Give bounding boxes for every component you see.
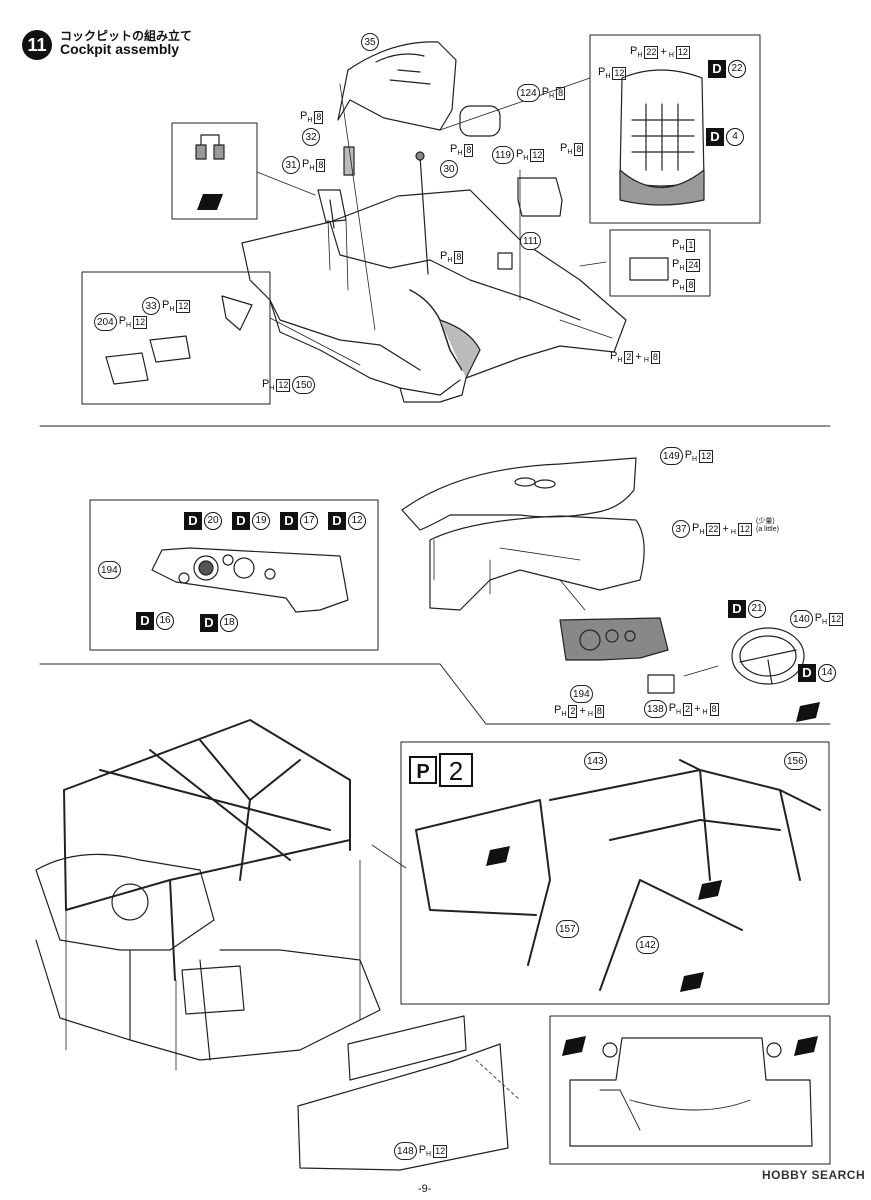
cockpit-tub [241,189,627,403]
callout-157: 157 [556,920,579,938]
step-title-jp: コックピットの組み立て [60,29,193,43]
page-number: -9- [418,1183,432,1195]
callout-32: 32 [302,128,320,146]
watermark: HOBBY SEARCH [762,1168,866,1182]
callout-194: 194 [570,685,593,703]
callout-156: 156 [784,752,807,770]
callout-194-detail: 194 [98,561,121,579]
gauge-panel [151,547,349,613]
callout-30: 30 [440,160,458,178]
step-number-badge: 11 [22,30,52,60]
callout-142: 142 [636,936,659,954]
roll-cage [63,719,351,911]
note-a-little: (少量)(a little) [756,518,779,533]
step-title-en: Cockpit assembly [60,41,180,57]
callout-111: 111 [520,232,542,250]
seat-part [337,41,457,131]
callout-143: 143 [584,752,607,770]
callout-35: 35 [361,33,379,51]
